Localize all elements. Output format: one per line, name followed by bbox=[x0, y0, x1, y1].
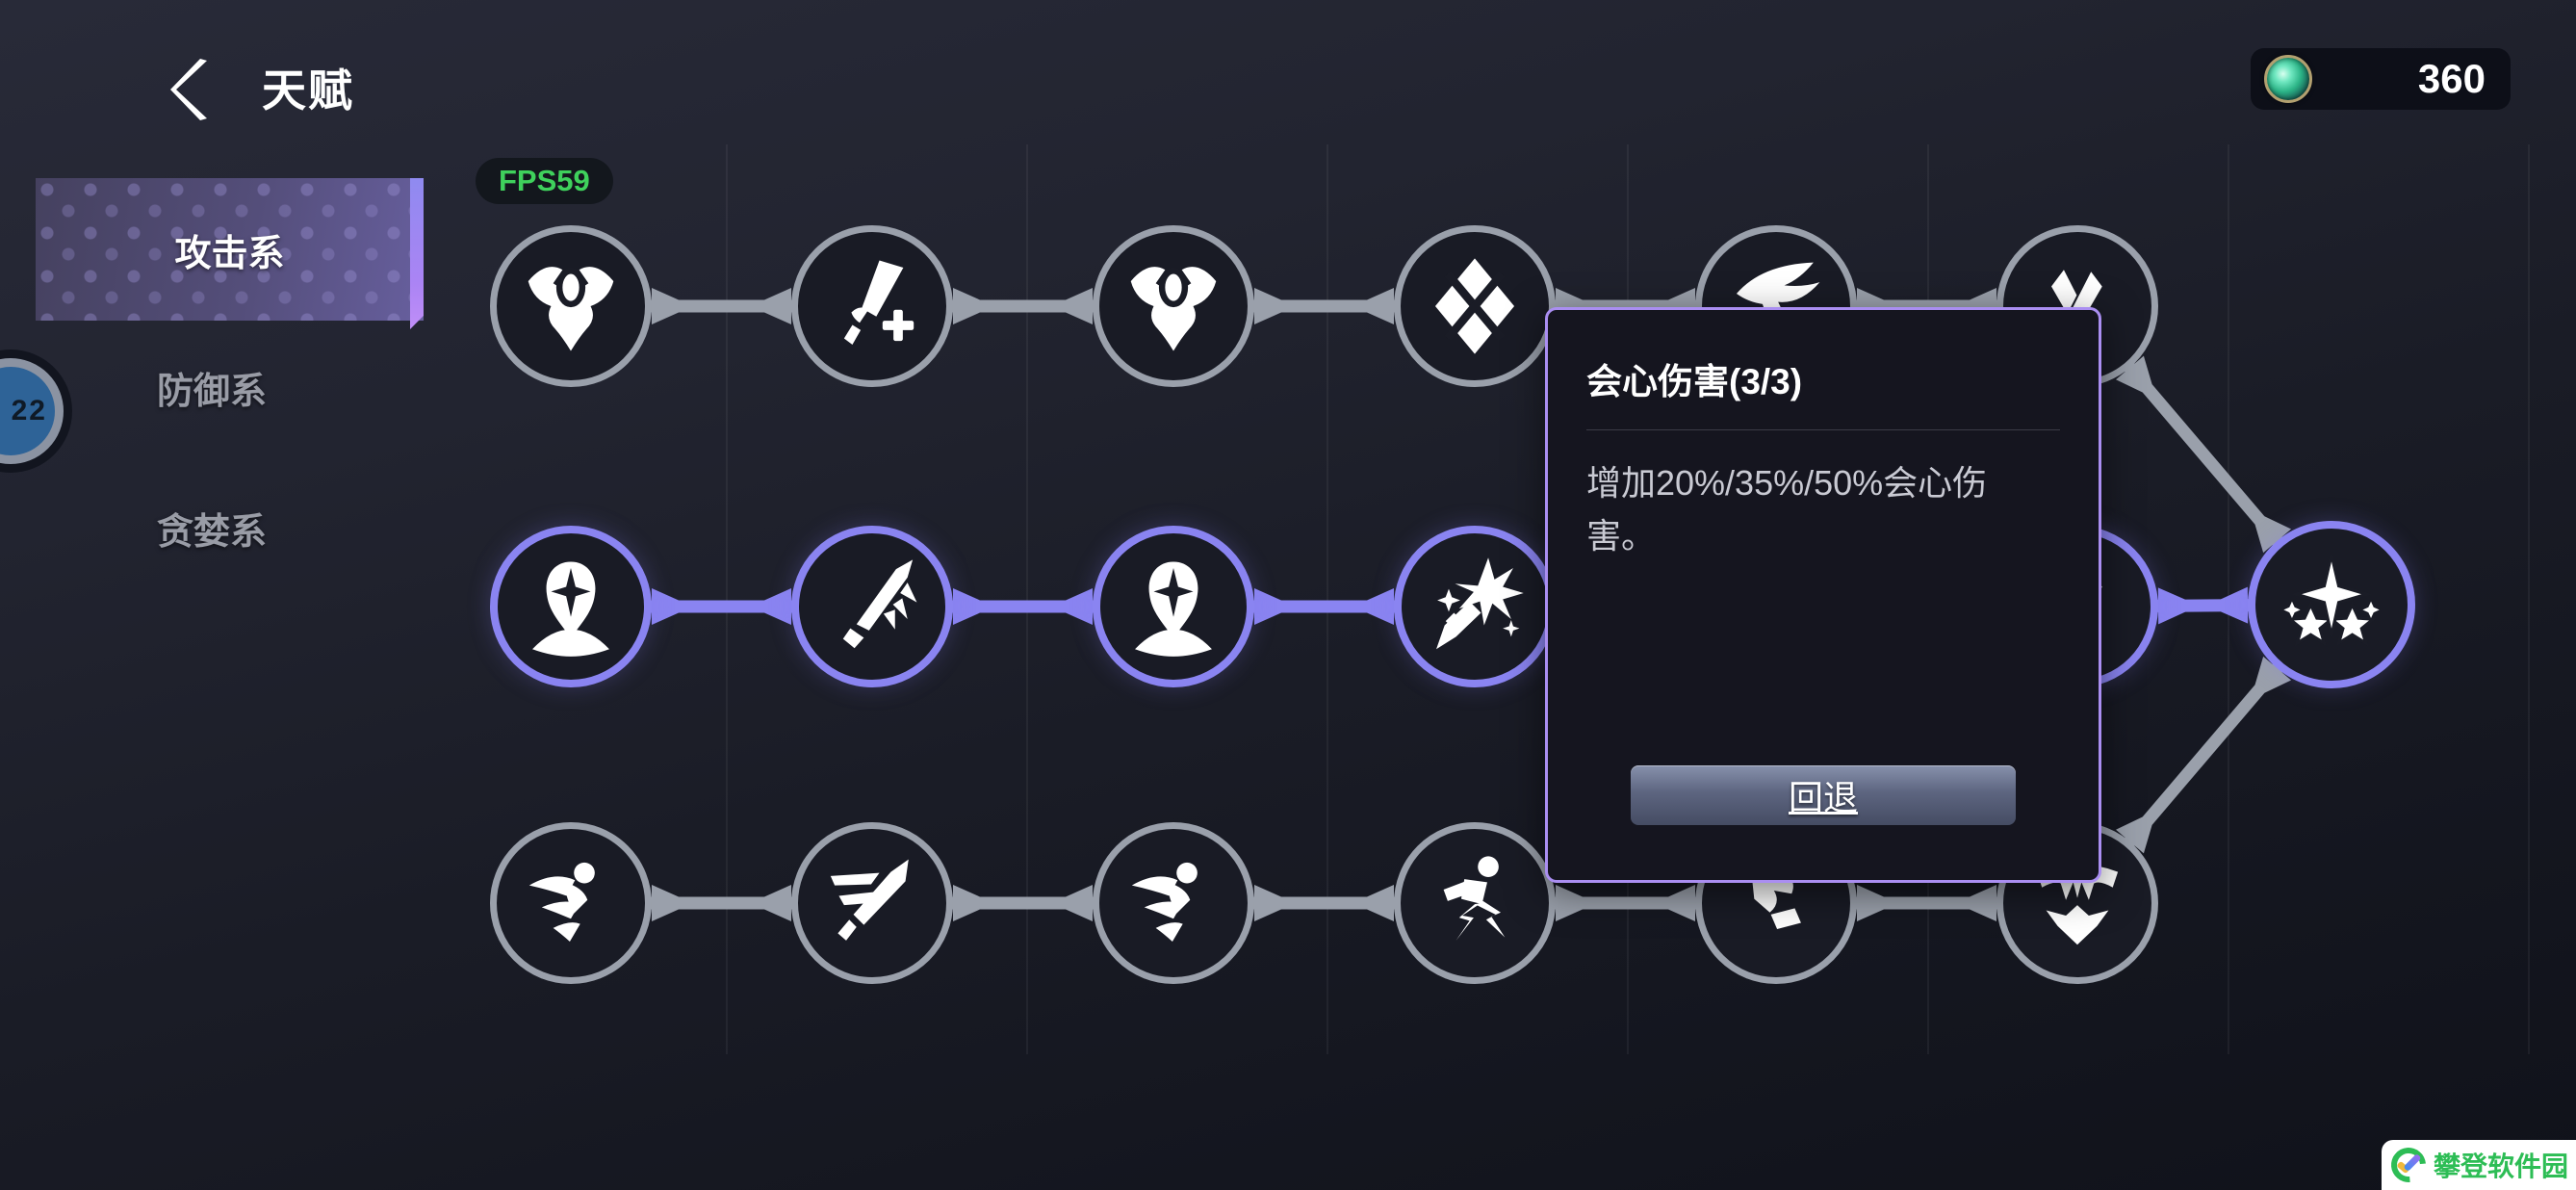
talent-node-r1c3[interactable] bbox=[1093, 225, 1254, 387]
talent-node-r1c2[interactable] bbox=[791, 225, 953, 387]
dash-figure-icon bbox=[528, 862, 595, 942]
fps-badge: FPS59 bbox=[476, 158, 613, 204]
talent-node-r3c2[interactable] bbox=[791, 822, 953, 984]
tooltip-description: 增加20%/35%/50%会心伤害。 bbox=[1586, 463, 1988, 556]
talent-tooltip: 会心伤害(3/3) 增加20%/35%/50%会心伤害。 回退 bbox=[1545, 307, 2101, 883]
face-star-icon bbox=[532, 561, 609, 657]
talent-node-r2c1[interactable] bbox=[490, 526, 652, 687]
watermark-text: 攀登软件园 bbox=[2434, 1151, 2569, 1181]
back-button[interactable] bbox=[160, 56, 221, 123]
face-star-icon bbox=[1135, 561, 1212, 657]
watermark-logo-icon bbox=[2383, 1140, 2434, 1190]
slash-burst-icon bbox=[842, 559, 917, 649]
overlay-badge-value: 22 bbox=[11, 395, 47, 427]
talent-node-r1c4[interactable] bbox=[1394, 225, 1556, 387]
sidebar-item-greed[interactable]: 贪婪系 bbox=[0, 483, 424, 572]
sidebar-item-defense[interactable]: 防御系 bbox=[0, 343, 424, 431]
talent-node-r2c3[interactable] bbox=[1093, 526, 1254, 687]
talent-node-r3c4[interactable] bbox=[1394, 822, 1556, 984]
page-title: 天赋 bbox=[262, 65, 354, 116]
talent-node-final[interactable] bbox=[2248, 521, 2415, 688]
talent-node-r3c3[interactable] bbox=[1093, 822, 1254, 984]
power-figure-icon bbox=[528, 267, 614, 351]
sword-plus-icon bbox=[843, 260, 914, 345]
sidebar-item-label: 攻击系 bbox=[174, 233, 285, 274]
wing-swoop-icon bbox=[1736, 262, 1820, 338]
sprint-figure-icon bbox=[1443, 856, 1506, 941]
active-tab-strip bbox=[410, 178, 424, 329]
sword-star-icon bbox=[1436, 557, 1524, 650]
undo-button-label: 回退 bbox=[1788, 778, 1858, 817]
currency-value: 360 bbox=[2417, 56, 2486, 101]
sidebar-item-label: 防御系 bbox=[156, 371, 267, 412]
sidebar-item-label: 贪婪系 bbox=[156, 511, 267, 553]
sidebar-item-attack[interactable]: 攻击系 bbox=[36, 178, 424, 329]
tooltip-divider bbox=[1586, 429, 2060, 430]
talent-node-r2c2[interactable] bbox=[791, 526, 953, 687]
tooltip-title: 会心伤害(3/3) bbox=[1586, 362, 1803, 401]
chevron-left-icon bbox=[170, 59, 207, 120]
watermark: 攀登软件园 bbox=[2382, 1140, 2576, 1190]
dash-figure-icon bbox=[1131, 862, 1198, 942]
slash-speed-icon bbox=[830, 859, 909, 941]
undo-button[interactable]: 回退 bbox=[1631, 765, 2016, 825]
diamond-cross-icon bbox=[1434, 258, 1515, 354]
currency-badge: 360 bbox=[2251, 48, 2511, 110]
talent-node-r2c4[interactable] bbox=[1394, 526, 1556, 687]
talent-node-r3c1[interactable] bbox=[490, 822, 652, 984]
gem-icon bbox=[2264, 55, 2312, 103]
sparkle-stars-icon bbox=[2283, 554, 2380, 647]
power-figure-icon bbox=[1130, 267, 1217, 351]
talent-node-r1c1[interactable] bbox=[490, 225, 652, 387]
